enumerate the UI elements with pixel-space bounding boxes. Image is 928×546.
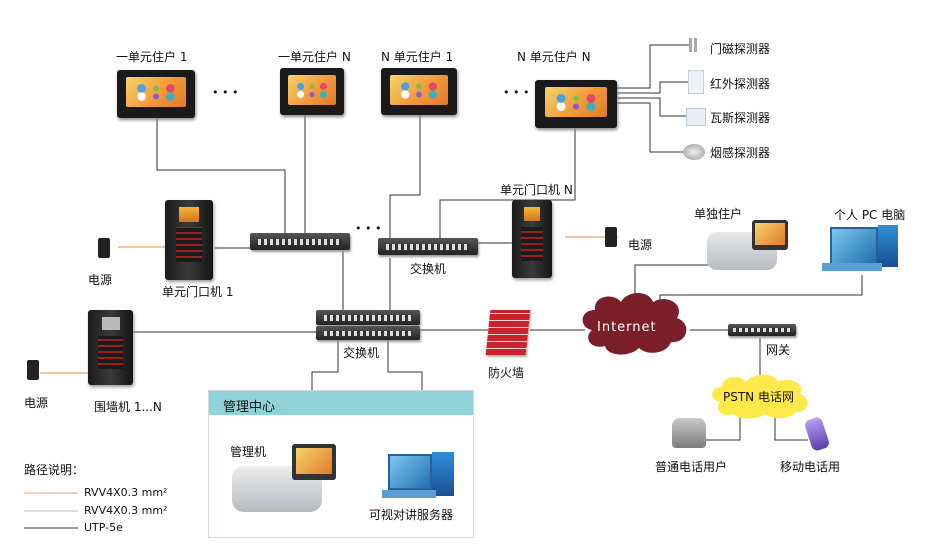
power-adapter-icon (27, 360, 39, 380)
ellipsis-1: • • • (212, 86, 239, 99)
ellipsis-3: • • • (355, 222, 382, 235)
wire-detector-gas (617, 97, 690, 117)
infrared-sensor-icon (688, 70, 704, 94)
power-adapter-icon (605, 227, 617, 247)
management-terminal (228, 436, 340, 518)
indoor-monitor-unitN-resN (535, 80, 617, 128)
management-center-header: 管理中心 (209, 391, 473, 415)
label-door-detector: 门磁探测器 (710, 42, 771, 56)
label-unitN-resN: N 单元住户 N (517, 50, 591, 64)
switch-unitN (378, 238, 478, 255)
ordinary-phone-icon (672, 418, 706, 448)
label-door-unit1: 单元门口机 1 (162, 285, 234, 299)
indoor-monitor-unit1-resN (280, 68, 344, 115)
ellipsis-2: • • • (503, 86, 530, 99)
power-adapter-icon (98, 238, 110, 258)
label-mobile-phone: 移动电话用 (780, 460, 841, 474)
pc-computer-icon (822, 225, 912, 273)
label-smoke-detector: 烟感探测器 (710, 146, 771, 160)
server-computer-icon (382, 452, 462, 500)
legend-item-3: UTP-5e (84, 521, 123, 534)
label-single-resident: 单独住户 (694, 207, 743, 221)
label-unit1-res1: 一单元住户 1 (116, 50, 188, 64)
legend-item-2: RVV4X0.3 mm² (84, 504, 168, 517)
label-unit1-resN: 一单元住户 N (278, 50, 351, 64)
core-switch-top (316, 310, 420, 325)
wire-detector-ir (617, 81, 690, 94)
wire-unitN-resN (439, 125, 576, 238)
legend-title: 路径说明： (24, 463, 85, 477)
single-resident-terminal (697, 212, 793, 272)
label-management-terminal: 管理机 (230, 445, 267, 459)
gas-sensor-icon (686, 108, 706, 126)
label-server: 可视对讲服务器 (369, 508, 454, 522)
label-unitN-res1: N 单元住户 1 (381, 50, 454, 64)
wire-unit1-res1 (156, 118, 286, 238)
label-core-switch: 交换机 (343, 346, 380, 360)
wire-unitN-res1 (389, 115, 421, 238)
pstn-cloud-icon (711, 374, 808, 419)
indoor-monitor-unitN-res1 (381, 68, 457, 115)
label-infrared-detector: 红外探测器 (710, 77, 771, 91)
label-power-1: 电源 (88, 273, 113, 287)
label-wall-station: 围墙机 1...N (94, 400, 162, 414)
door-station-unit1 (165, 200, 213, 280)
wire-detector-smoke (617, 102, 690, 153)
management-center-title: 管理中心 (223, 400, 276, 415)
label-ordinary-phone: 普通电话用户 (655, 460, 728, 474)
legend-item-1: RVV4X0.3 mm² (84, 486, 168, 499)
label-switch: 交换机 (410, 262, 447, 276)
label-firewall: 防火墙 (488, 366, 525, 380)
label-door-unitN: 单元门口机 N (500, 183, 573, 197)
label-power-3: 电源 (24, 396, 49, 410)
internet-cloud-icon (582, 293, 687, 355)
label-gateway: 网关 (766, 343, 791, 357)
wall-station (88, 310, 133, 385)
smoke-sensor-icon (683, 144, 705, 160)
label-power-2: 电源 (628, 238, 653, 252)
wire-detector-door (617, 44, 690, 89)
door-station-unitN (512, 200, 552, 278)
label-internet: Internet (597, 320, 657, 335)
label-pstn: PSTN 电话网 (723, 390, 794, 404)
gateway-device (728, 324, 796, 336)
switch-unit1 (250, 233, 350, 250)
core-switch-bottom (316, 326, 420, 340)
label-gas-detector: 瓦斯探测器 (710, 111, 771, 125)
indoor-monitor-unit1-res1 (117, 70, 195, 118)
wire-internet-pc (659, 275, 863, 300)
door-sensor-icon (686, 38, 700, 54)
firewall-icon (485, 310, 531, 355)
label-pc: 个人 PC 电脑 (834, 208, 906, 222)
